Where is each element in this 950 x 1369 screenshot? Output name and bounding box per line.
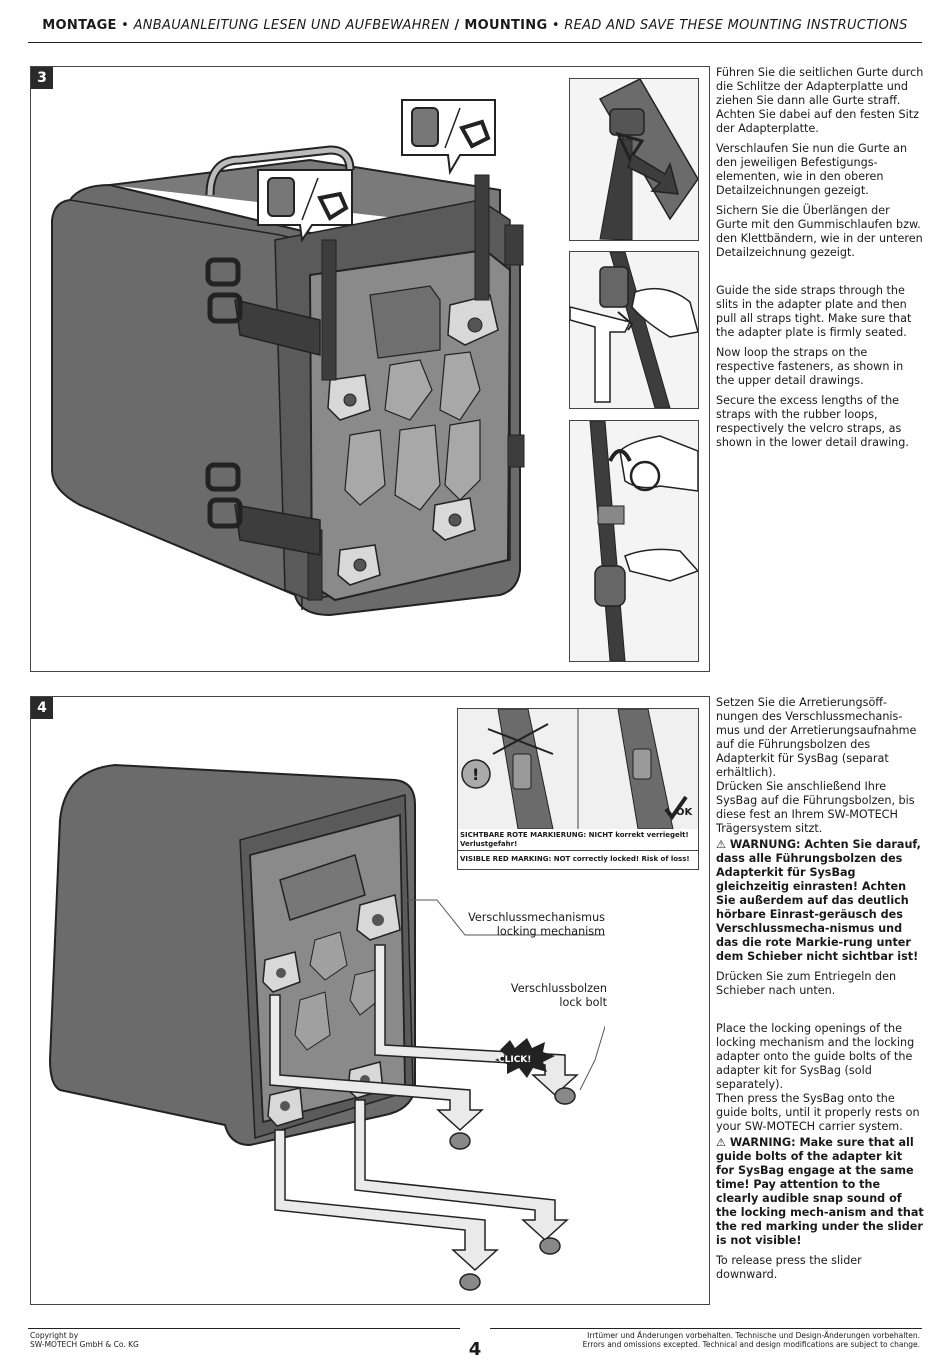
step-4-number: 4 [31, 697, 53, 719]
callout-mechanism-de: Verschlussmechanismus [468, 911, 605, 924]
footer-rule-right [490, 1328, 922, 1329]
step-4-en-warning: ⚠ WARNING: Make sure that all guide bolt… [716, 1136, 924, 1247]
footer-disclaimer: Irrtümer und Änderungen vorbehalten. Tec… [582, 1331, 920, 1349]
callout-mechanism-en: locking mechanism [496, 925, 605, 938]
step-3-en-para-1: Guide the side straps through the slits … [716, 284, 912, 339]
callout-bolt-en: lock bolt [559, 996, 607, 1009]
step-3-en-para-3: Secure the excess lengths of the straps … [716, 394, 909, 449]
callout-bolt-de: Verschlussbolzen [510, 982, 607, 995]
strap-buckle-icon [268, 178, 294, 216]
exclamation-head-icon: ! [472, 765, 480, 784]
step-4-warning-detail: ! OK SICHTBARE ROTE MARKIERUNG: NICHT ko… [457, 708, 699, 870]
step-4-en-text: Place the locking openings of the lockin… [716, 1022, 920, 1133]
page-header: MONTAGE • ANBAUANLEITUNG LESEN UND AUFBE… [28, 18, 922, 43]
step-3-en-para-2: Now loop the straps on the respective fa… [716, 346, 904, 387]
ok-label: OK [676, 807, 693, 818]
step-3-bag-illustration [51, 99, 525, 617]
warning-line-en: VISIBLE RED MARKING: NOT correctly locke… [460, 855, 690, 863]
header-mounting: MOUNTING [464, 18, 548, 33]
page-number: 4 [468, 1339, 482, 1360]
step-4-de-text: Setzen Sie die Arretierungsöff-nungen de… [716, 696, 917, 835]
callout-lock-bolt: Verschlussbolzen lock bolt [470, 982, 607, 1010]
warning-triangle-icon [716, 834, 728, 846]
header-en-subtitle: READ AND SAVE THESE MOUNTING INSTRUCTION… [564, 18, 908, 33]
step-4-de-warning: ⚠ WARNUNG: Achten Sie darauf, dass alle … [716, 838, 921, 963]
footer-copyright: Copyright by SW-MOTECH GmbH & Co. KG [30, 1331, 139, 1349]
step-3-detail-bottom [569, 420, 699, 662]
step-3-number: 3 [31, 67, 53, 89]
ring-buckle-icon [318, 190, 348, 218]
step-3-de-para-2: Verschlaufen Sie nun die Gurte an den je… [716, 142, 908, 197]
step-4-text: Setzen Sie die Arretierungsöff-nungen de… [716, 696, 924, 1288]
step-3-detail-top [569, 78, 699, 241]
header-de-subtitle: ANBAUANLEITUNG LESEN UND AUFBEWAHREN [133, 18, 450, 33]
callout-locking-mechanism: Verschlussmechanismus locking mechanism [440, 911, 605, 939]
step-3-detail-middle [569, 251, 699, 409]
step-3-de-para-1: Führen Sie die seitlichen Gurte durch di… [716, 66, 924, 135]
step-3-text-de: Führen Sie die seitlichen Gurte durch di… [716, 66, 924, 266]
footer-rule-left [28, 1328, 460, 1329]
step-4-en-release: To release press the slider downward. [716, 1254, 862, 1281]
header-montage: MONTAGE [42, 18, 117, 33]
step-4-bag-illustration [48, 763, 605, 1291]
click-label: CLICK! [498, 1055, 532, 1065]
step-3-de-para-3: Sichern Sie die Überlängen der Gurte mit… [716, 204, 923, 259]
warning-line-de: SICHTBARE ROTE MARKIERUNG: NICHT korrekt… [460, 831, 689, 848]
step-3-text-en: Guide the side straps through the slits … [716, 284, 924, 456]
step-4-de-release: Drücken Sie zum Entriegeln den Schieber … [716, 970, 897, 997]
